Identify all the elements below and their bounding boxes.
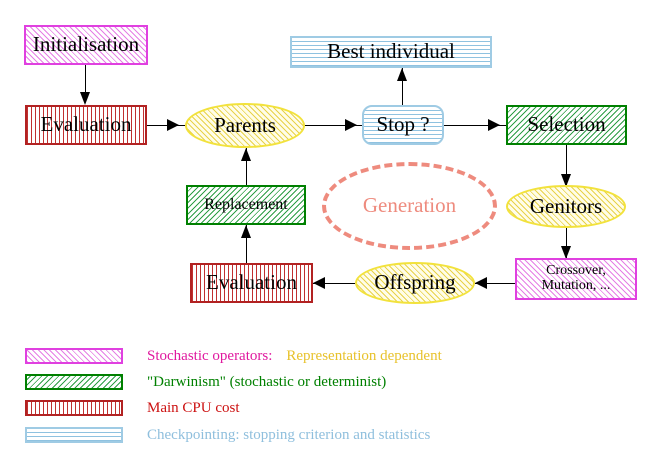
- edge-crossover-to-offspring: [475, 283, 515, 284]
- edge-selection-to-genitors: [566, 145, 567, 187]
- node-best-individual[interactable]: Best individual: [290, 36, 492, 68]
- legend-row-main-cpu-cost: Main CPU cost: [25, 399, 240, 417]
- legend-row-stochastic-operators: Stochastic operators: Representation dep…: [25, 347, 442, 365]
- node-parents-label: Parents: [214, 112, 276, 137]
- node-selection-label: Selection: [527, 112, 606, 137]
- node-stop[interactable]: Stop ?: [362, 105, 444, 145]
- node-best-individual-label: Best individual: [327, 39, 455, 64]
- legend-row-checkpointing: Checkpointing: stopping criterion and st…: [25, 426, 430, 444]
- edge-stop-to-selection: [444, 125, 506, 126]
- arrowhead-down-crossover: [561, 246, 571, 259]
- legend-row-darwinism: "Darwinism" (stochastic or determinist): [25, 373, 386, 391]
- node-generation-label: Generation: [362, 193, 457, 218]
- legend-swatch-blue: [25, 427, 123, 443]
- arrowhead-left-evaluation-bottom: [313, 277, 325, 289]
- edge-initialisation-to-evaluation: [85, 65, 86, 94]
- legend-swatch-red: [25, 400, 123, 416]
- arrowhead-down-initialisation: [80, 92, 90, 105]
- node-genitors-label: Genitors: [529, 193, 603, 218]
- edge-replacement-to-parents: [246, 148, 247, 185]
- arrowhead-up-parents: [241, 148, 251, 161]
- node-evaluation-bottom[interactable]: Evaluation: [190, 263, 313, 303]
- arrowhead-right-parents: [167, 119, 179, 131]
- legend-label-darwinism: "Darwinism" (stochastic or determinist): [147, 373, 387, 390]
- node-genitors[interactable]: Genitors: [506, 185, 626, 228]
- edge-stop-to-best-individual: [402, 68, 403, 106]
- node-evaluation-bottom-label: Evaluation: [206, 270, 297, 295]
- legend-label-representation-dependent: Representation dependent: [286, 347, 442, 364]
- edge-parents-to-stop: [305, 125, 362, 126]
- node-generation: Generation: [322, 162, 497, 250]
- arrowhead-down-genitors: [561, 174, 571, 187]
- legend-label-stochastic-operators: Stochastic operators:: [147, 347, 273, 364]
- arrowhead-left-offspring: [475, 277, 487, 289]
- node-crossover-mutation-label: Crossover, Mutation, ...: [541, 263, 611, 293]
- legend-label-checkpointing: Checkpointing: stopping criterion and st…: [147, 426, 431, 443]
- node-evaluation-top[interactable]: Evaluation: [25, 105, 147, 145]
- node-offspring[interactable]: Offspring: [355, 262, 475, 304]
- node-stop-label: Stop ?: [376, 112, 430, 137]
- node-replacement-label: Replacement: [204, 195, 288, 213]
- node-crossover-mutation[interactable]: Crossover, Mutation, ...: [515, 258, 637, 300]
- node-offspring-label: Offspring: [374, 270, 456, 295]
- node-initialisation-label: Initialisation: [32, 32, 140, 57]
- edge-evaluation-to-parents: [147, 125, 185, 126]
- legend-swatch-green: [25, 374, 123, 390]
- node-replacement[interactable]: Replacement: [186, 185, 306, 225]
- node-evaluation-top-label: Evaluation: [40, 112, 132, 137]
- edge-evaluation-to-replacement: [246, 225, 247, 263]
- node-parents[interactable]: Parents: [185, 103, 305, 148]
- node-selection[interactable]: Selection: [506, 105, 627, 145]
- edge-offspring-to-evaluation: [313, 283, 355, 284]
- arrowhead-up-best-individual: [397, 68, 407, 81]
- legend-swatch-magenta: [25, 348, 123, 364]
- edge-genitors-to-crossover: [566, 228, 567, 260]
- arrowhead-right-selection: [488, 119, 500, 131]
- legend-label-main-cpu-cost: Main CPU cost: [147, 399, 240, 416]
- arrowhead-up-replacement: [241, 225, 251, 238]
- node-initialisation[interactable]: Initialisation: [24, 25, 148, 65]
- arrowhead-right-stop: [345, 119, 357, 131]
